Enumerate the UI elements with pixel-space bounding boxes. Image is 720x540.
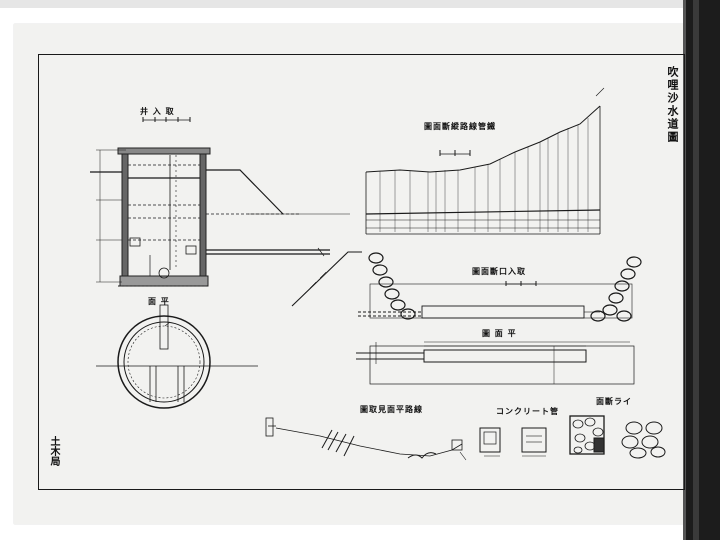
concrete-pipe-detail [479,427,547,457]
label-plan-section: 面 平 [148,296,170,306]
sheet-title: 吹哩沙水道圖 [666,66,679,144]
scan-top-margin [0,0,720,8]
label-concrete-pipe: コンクリート管 [496,406,559,416]
intake-cross-section [358,252,642,322]
longitudinal-profile [365,87,605,235]
label-longitudinal-profile: 圖面斷縱路線管鐵 [424,121,496,131]
route-plan [265,417,467,461]
label-intake-well: 井 入 取 [140,106,175,116]
label-intake-cross-section: 圖面斷口入取 [472,266,526,276]
book-binding [683,0,720,540]
rubble-section [569,415,666,459]
label-rubble-section: 面斷ライ [596,396,632,406]
intake-well-section [90,117,362,307]
intake-plan [356,341,635,385]
issuer-seal: 土木局 [48,436,59,466]
intake-well-plan [96,304,258,409]
label-intake-plan: 圖 面 平 [482,328,517,338]
drawing-frame [38,54,685,490]
label-route-plan: 圖取見面平路線 [360,404,423,414]
